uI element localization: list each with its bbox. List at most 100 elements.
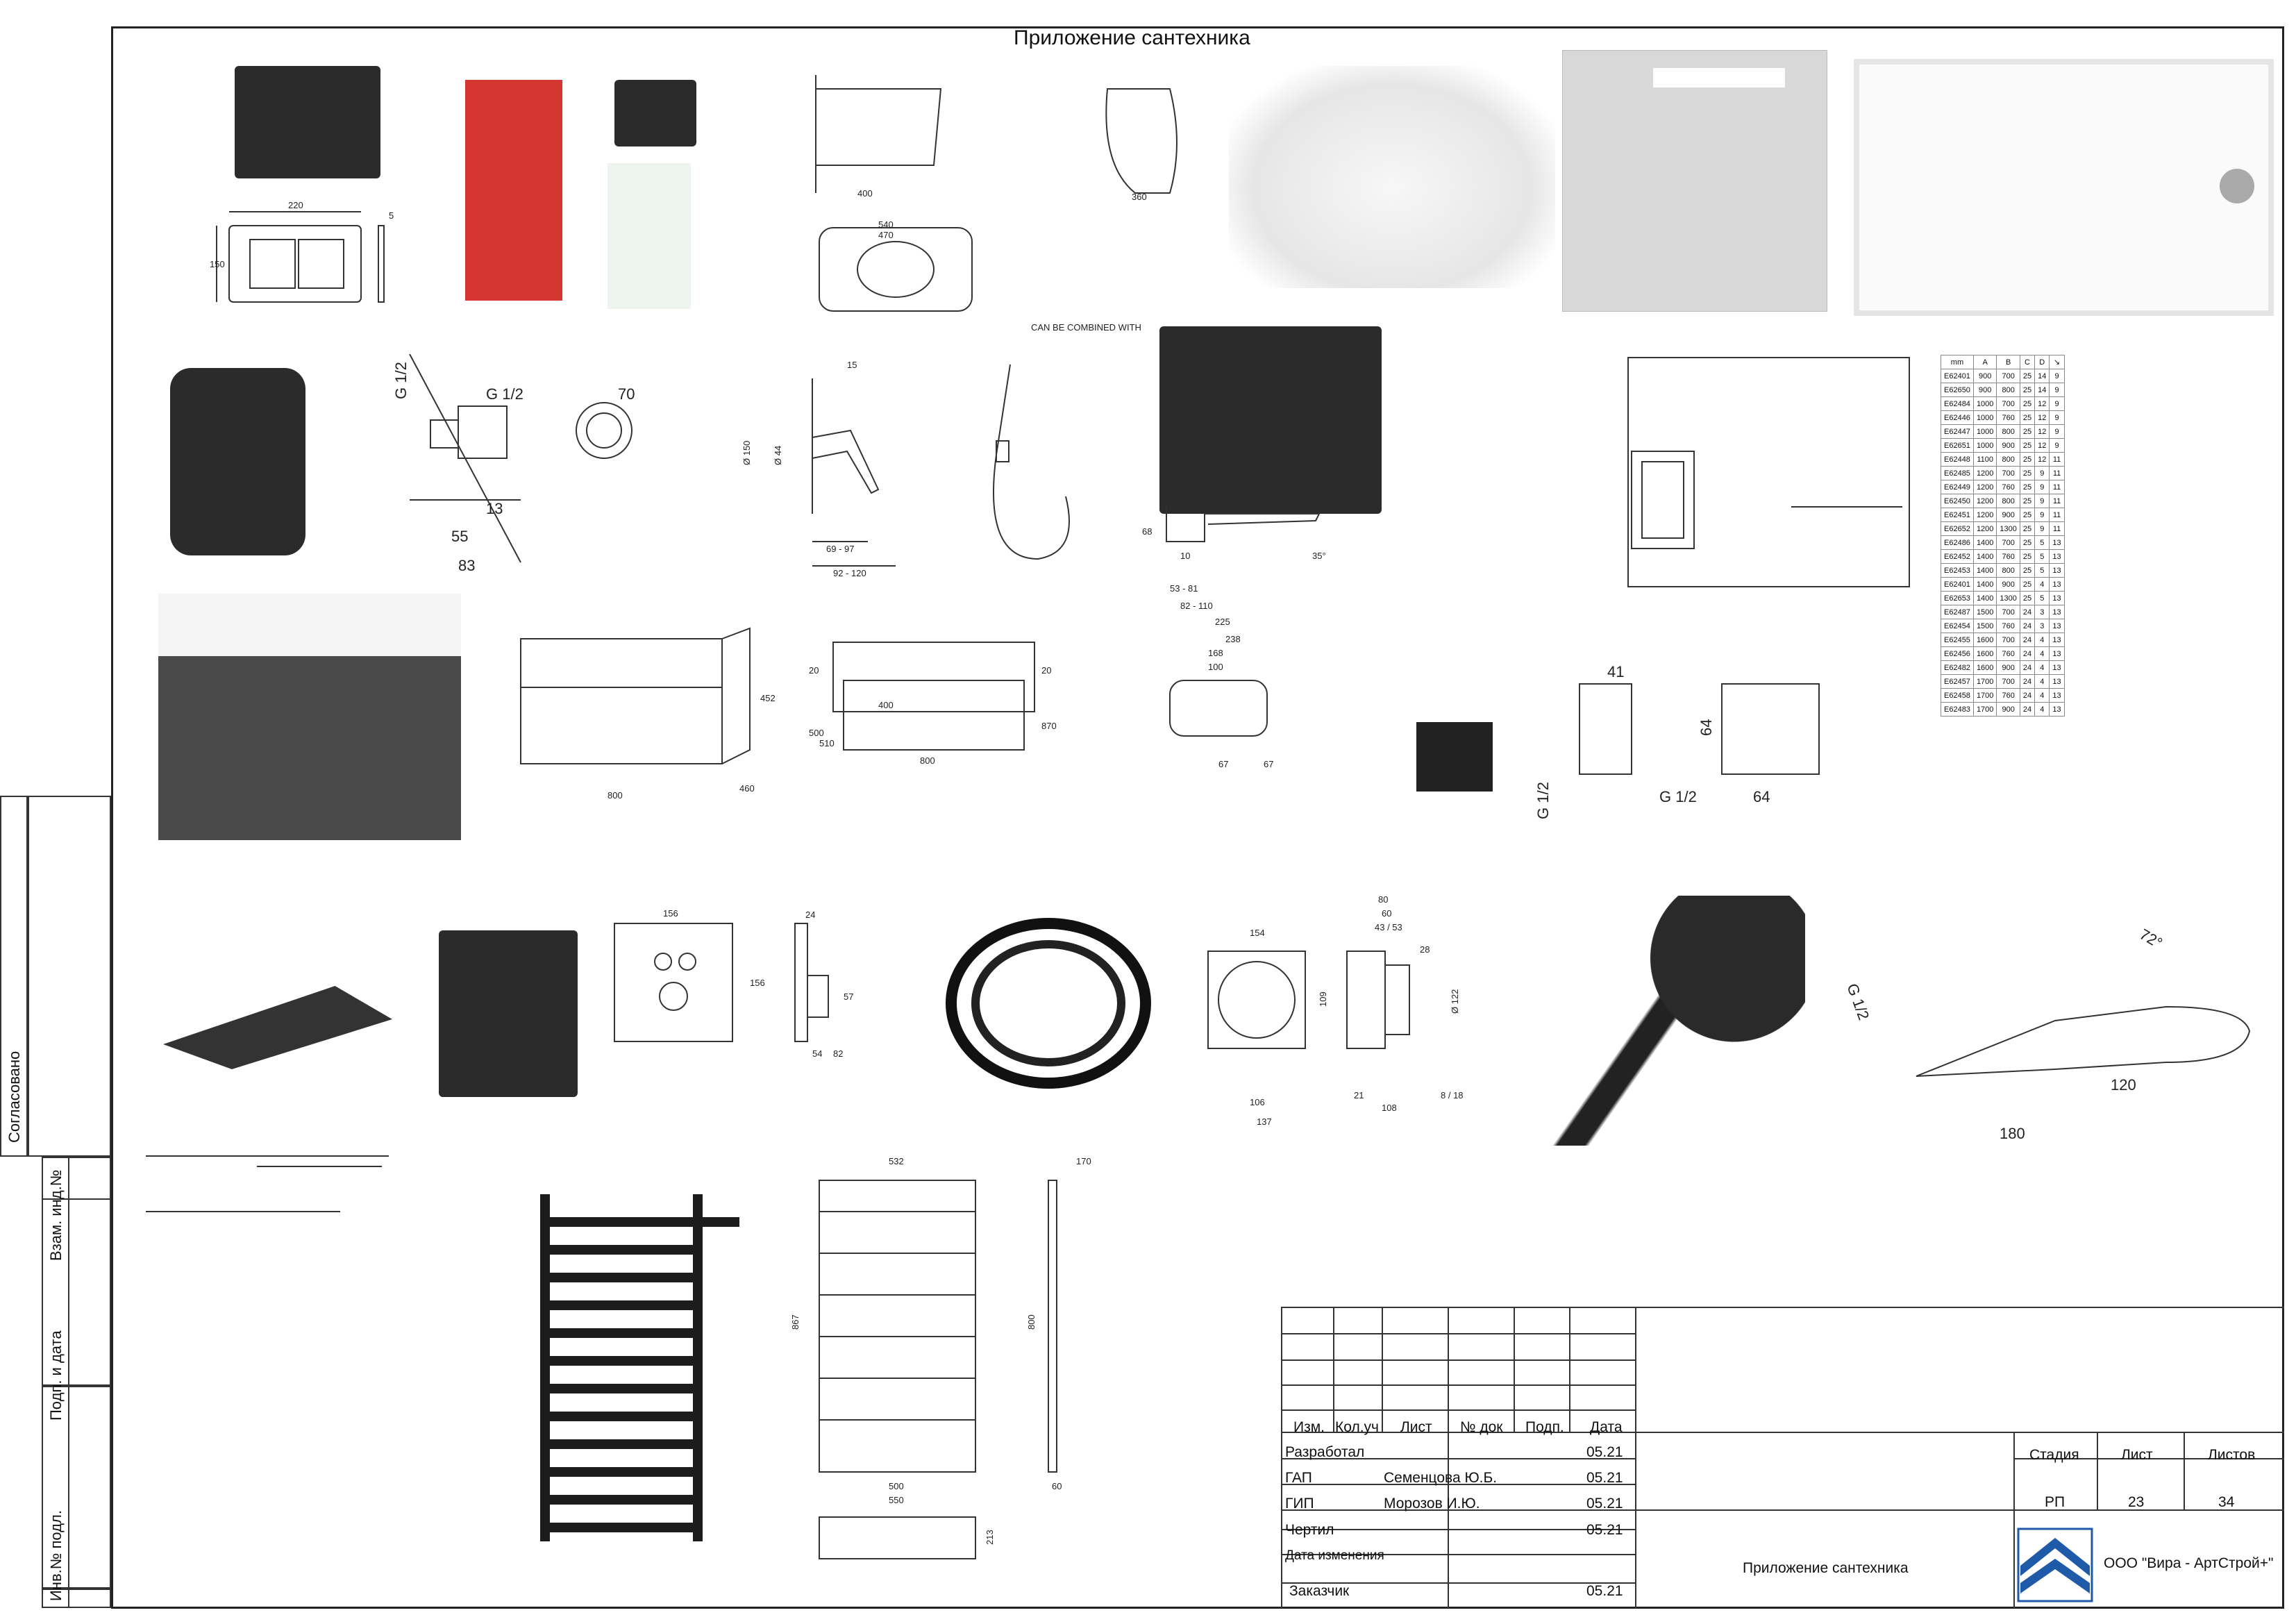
spec-cell: 700 (1996, 535, 2020, 550)
spec-cell: E62486 (1941, 535, 1974, 550)
shower-tray-photo (1854, 59, 2274, 316)
spec-cell: 24 (2019, 674, 2036, 689)
hand-shower-drawing: 72° G 1/2 120 180 (1843, 926, 2251, 1142)
row-chertil: Чертил (1285, 1522, 1334, 1538)
row-gap: ГАП (1285, 1470, 1312, 1486)
spec-cell: E62449 (1941, 480, 1974, 494)
spec-cell: 13 (2049, 619, 2065, 633)
spec-cell: 700 (1996, 633, 2020, 647)
dim-rail-800: 800 (1026, 1314, 1037, 1330)
spec-cell: 24 (2019, 605, 2036, 619)
hdr-podp: Подп. (1525, 1419, 1564, 1435)
spec-cell: 900 (1996, 508, 2020, 522)
spec-cell: 11 (2049, 521, 2065, 536)
row-zakazchik: Заказчик (1289, 1583, 1350, 1599)
installation-frame-photo (465, 80, 562, 301)
wall-hung-wc-photo (1229, 66, 1555, 288)
thermostat-panel-photo (439, 930, 578, 1097)
spec-cell: 760 (1996, 688, 2020, 703)
sheet-label: Лист (2121, 1447, 2153, 1463)
spec-cell: 13 (2049, 549, 2065, 564)
dim-mixer-13: 13 (486, 500, 503, 517)
spec-cell: 12 (2034, 396, 2050, 411)
flush-plate-photo (235, 66, 380, 178)
dim-spout-68: 68 (1142, 526, 1152, 537)
spec-cell: 24 (2019, 633, 2036, 647)
spec-cell: 900 (1996, 660, 2020, 675)
dim-rail-532: 532 (889, 1156, 904, 1166)
spec-cell: E62448 (1941, 452, 1974, 467)
spec-cell: 11 (2049, 452, 2065, 467)
spec-cell: 1200 (1972, 480, 1997, 494)
spec-cell: 25 (2019, 383, 2036, 397)
dim-sel-24: 24 (805, 910, 815, 920)
spec-cell: 5 (2034, 535, 2050, 550)
spec-cell: 1700 (1972, 688, 1997, 703)
towel-rail-drawing: 532 170 867 800 500 550 60 213 (790, 1156, 1091, 1559)
dim-vanity-452: 452 (760, 693, 776, 703)
spec-cell: 13 (2049, 633, 2065, 647)
vanity-unit-photo (158, 594, 461, 840)
spec-cell: 700 (1996, 396, 2020, 411)
spec-cell: 4 (2034, 660, 2050, 675)
spec-cell: 24 (2019, 688, 2036, 703)
mounting-box-drawing: 154 80 60 43 / 53 28 109 Ø 122 106 137 2… (1207, 894, 1464, 1127)
concealed-mixer-photo (170, 368, 305, 555)
spec-cell: 760 (1996, 549, 2020, 564)
spec-cell: 9 (2034, 508, 2050, 522)
spec-cell: 700 (1996, 466, 2020, 480)
dim-spout-35: 35° (1312, 551, 1326, 561)
spec-cell: 12 (2034, 438, 2050, 453)
dim-box-108: 108 (1382, 1103, 1397, 1113)
spec-cell: B (1996, 355, 2020, 369)
wall-connector-photo (1416, 722, 1493, 792)
sheets-value: 34 (2218, 1494, 2235, 1510)
spec-cell: 1200 (1972, 466, 1997, 480)
dim-vanity-800: 800 (607, 790, 623, 801)
spec-cell: 800 (1996, 452, 2020, 467)
dim-sel-156b: 156 (750, 978, 765, 988)
spec-cell: 25 (2019, 563, 2036, 578)
dim-spout-238: 238 (1225, 634, 1241, 644)
spec-cell: E62484 (1941, 396, 1974, 411)
dim-rail-60: 60 (1052, 1481, 1062, 1491)
spec-cell: E62401 (1941, 369, 1974, 383)
spec-cell: 1200 (1972, 521, 1997, 536)
spec-cell: 3 (2034, 619, 2050, 633)
spec-cell: 25 (2019, 591, 2036, 605)
sheets-label: Листов (2208, 1447, 2256, 1463)
dim-vanity-500: 500 (809, 728, 824, 738)
spec-cell: 25 (2019, 369, 2036, 383)
dim-vanity-800b: 800 (920, 755, 935, 766)
dim-box-106: 106 (1250, 1097, 1265, 1107)
spec-cell: 11 (2049, 480, 2065, 494)
spec-cell: E62456 (1941, 646, 1974, 661)
dim-box-80: 80 (1378, 894, 1388, 905)
spec-cell: 13 (2049, 688, 2065, 703)
spec-cell: mm (1941, 355, 1974, 369)
hdr-list: Лист (1400, 1419, 1432, 1435)
spec-cell: A (1972, 355, 1997, 369)
spec-cell: 13 (2049, 591, 2065, 605)
spec-cell: 13 (2049, 563, 2065, 578)
row-gip-date: 05.21 (1586, 1496, 1623, 1512)
flush-plate-drawing: 220 150 5 (210, 200, 394, 303)
dim-wc-540: 540 (878, 219, 894, 230)
dim-box-28: 28 (1420, 944, 1430, 955)
spec-cell: D (2034, 355, 2050, 369)
spec-cell: 25 (2019, 494, 2036, 508)
spec-cell: E62483 (1941, 702, 1974, 717)
spec-cell: E62458 (1941, 688, 1974, 703)
spec-cell: 25 (2019, 396, 2036, 411)
dim-flush-w: 220 (288, 200, 303, 210)
spec-cell: 1600 (1972, 660, 1997, 675)
